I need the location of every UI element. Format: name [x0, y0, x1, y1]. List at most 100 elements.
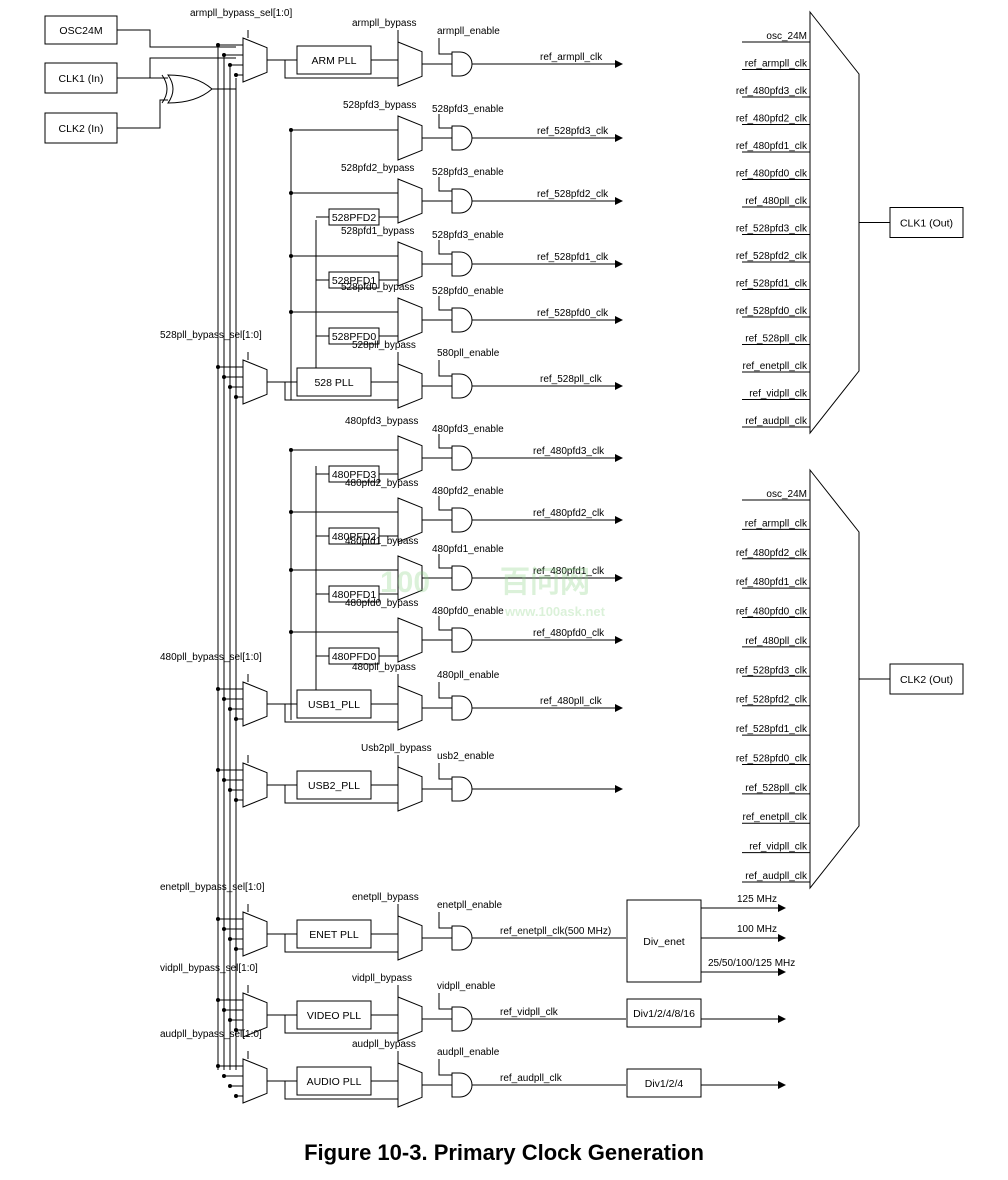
output-mux-input-label: ref_480pll_clk — [745, 196, 808, 207]
junction-dot — [228, 1084, 232, 1088]
output-mux-input-label: ref_528pll_clk — [745, 334, 808, 345]
pfd-box — [328, 271, 380, 289]
output-mux-input-label: ref_armpll_clk — [745, 59, 808, 70]
pll-output-label: ref_enetpll_clk(500 MHz) — [500, 926, 611, 937]
junction-dot — [289, 254, 293, 258]
bypass-label: enetpll_bypass — [352, 892, 419, 903]
pll-select-label: armpll_bypass_sel[1:0] — [190, 8, 292, 19]
pll-select-mux — [242, 1058, 268, 1104]
pfd-enable-and-gate — [451, 627, 473, 653]
junction-dot — [216, 687, 220, 691]
wire — [284, 1015, 398, 1034]
bypass-label: Usb2pll_bypass — [361, 743, 432, 754]
junction-dot — [289, 310, 293, 314]
junction-dot — [216, 768, 220, 772]
enable-and-gate — [451, 51, 473, 77]
pll-select-mux — [242, 681, 268, 727]
pfd-enable-label: 528pfd3_enable — [432, 104, 504, 115]
clk2-in-box-label: CLK2 (In) — [59, 123, 104, 135]
output-mux-input-label: ref_480pfd3_clk — [736, 86, 808, 97]
output-mux-input-label: osc_24M — [766, 31, 807, 42]
junction-dot — [216, 917, 220, 921]
output-mux-input-label: ref_audpll_clk — [745, 416, 808, 427]
junction-dot — [222, 1074, 226, 1078]
pll-select-mux — [242, 762, 268, 808]
watermark-brand: 百问网 — [500, 566, 590, 599]
output-mux-input-label: ref_vidpll_clk — [749, 389, 808, 400]
pfd-box-label: 528PFD0 — [332, 331, 377, 343]
pfd-output-label: ref_528pfd1_clk — [537, 252, 609, 263]
watermark: 100 百问网 www.100ask.net — [380, 566, 606, 619]
output-mux-input-label: osc_24M — [766, 489, 807, 500]
pfd-bypass-label: 528pfd2_bypass — [341, 163, 414, 174]
junction-dot — [222, 53, 226, 57]
output-mux-input-label: ref_480pfd2_clk — [736, 114, 808, 125]
pfd-box-label: 528PFD1 — [332, 275, 377, 287]
output-mux-input-label: ref_528pfd2_clk — [736, 695, 808, 706]
output-mux-input-label: ref_528pll_clk — [745, 783, 808, 794]
enable-and-gate — [451, 1006, 473, 1032]
output-mux-input-label: ref_480pfd1_clk — [736, 141, 808, 152]
pfd-bypass-label: 480pfd2_bypass — [345, 478, 418, 489]
junction-dot — [234, 798, 238, 802]
output-mux-input-label: ref_480pfd0_clk — [736, 169, 808, 180]
pll-output-label: ref_armpll_clk — [540, 52, 603, 63]
enable-label: usb2_enable — [437, 751, 495, 762]
junction-dot — [228, 937, 232, 941]
junction-dot — [289, 448, 293, 452]
pfd-enable-and-gate — [451, 565, 473, 591]
clk-out-box — [889, 663, 964, 695]
pfd-bypass-mux — [397, 555, 423, 601]
junction-dot — [222, 927, 226, 931]
junction-dot — [289, 128, 293, 132]
wire — [117, 99, 168, 129]
wire — [149, 57, 236, 78]
pll-output-label: ref_528pll_clk — [540, 374, 603, 385]
output-mux-input-label: ref_528pfd1_clk — [736, 724, 808, 735]
wire — [438, 434, 452, 449]
pfd-bypass-label: 480pfd1_bypass — [345, 536, 418, 547]
junction-dot — [222, 697, 226, 701]
pfd-bypass-label: 528pfd1_bypass — [341, 226, 414, 237]
pll-box-label: ENET PLL — [309, 929, 359, 941]
enable-label: 580pll_enable — [437, 348, 500, 359]
pll-box — [296, 919, 372, 949]
pll-select-mux — [242, 911, 268, 957]
pfd-enable-label: 528pfd3_enable — [432, 167, 504, 178]
pfd-enable-and-gate — [451, 445, 473, 471]
output-mux-input-label: ref_audpll_clk — [745, 871, 808, 882]
wire — [438, 360, 452, 377]
clk2-in-box — [44, 112, 118, 144]
output-clock-mux — [809, 10, 860, 435]
enable-and-gate — [451, 925, 473, 951]
pfd-enable-and-gate — [451, 188, 473, 214]
junction-dot — [234, 947, 238, 951]
pfd-bypass-mux — [397, 435, 423, 481]
pll-select-label: 528pll_bypass_sel[1:0] — [160, 330, 262, 341]
pll-select-label: enetpll_bypass_sel[1:0] — [160, 882, 265, 893]
pfd-box-label: 480PFD0 — [332, 651, 377, 663]
pll-box — [296, 45, 372, 75]
pfd-enable-label: 528pfd0_enable — [432, 286, 504, 297]
enable-and-gate — [451, 373, 473, 399]
pfd-output-label: ref_528pfd3_clk — [537, 126, 609, 137]
bypass-label: audpll_bypass — [352, 1039, 416, 1050]
junction-dot — [222, 778, 226, 782]
output-mux-input-label: ref_528pfd2_clk — [736, 251, 808, 262]
pfd-box-label: 528PFD2 — [332, 212, 377, 224]
wire — [438, 177, 452, 192]
pfd-box-label: 480PFD3 — [332, 469, 377, 481]
pfd-box — [328, 527, 380, 545]
bypass-mux — [397, 996, 423, 1042]
pfd-box-label: 480PFD1 — [332, 589, 377, 601]
xor-gate-back — [161, 74, 168, 104]
pfd-bypass-mux — [397, 241, 423, 287]
bypass-label: armpll_bypass — [352, 18, 416, 29]
output-mux-input-label: ref_480pfd0_clk — [736, 607, 808, 618]
wire — [284, 934, 398, 953]
div-video-box — [626, 998, 702, 1028]
xor-gate — [167, 74, 213, 104]
wire — [438, 114, 452, 129]
pll-box — [296, 1000, 372, 1030]
enable-and-gate — [451, 1072, 473, 1098]
